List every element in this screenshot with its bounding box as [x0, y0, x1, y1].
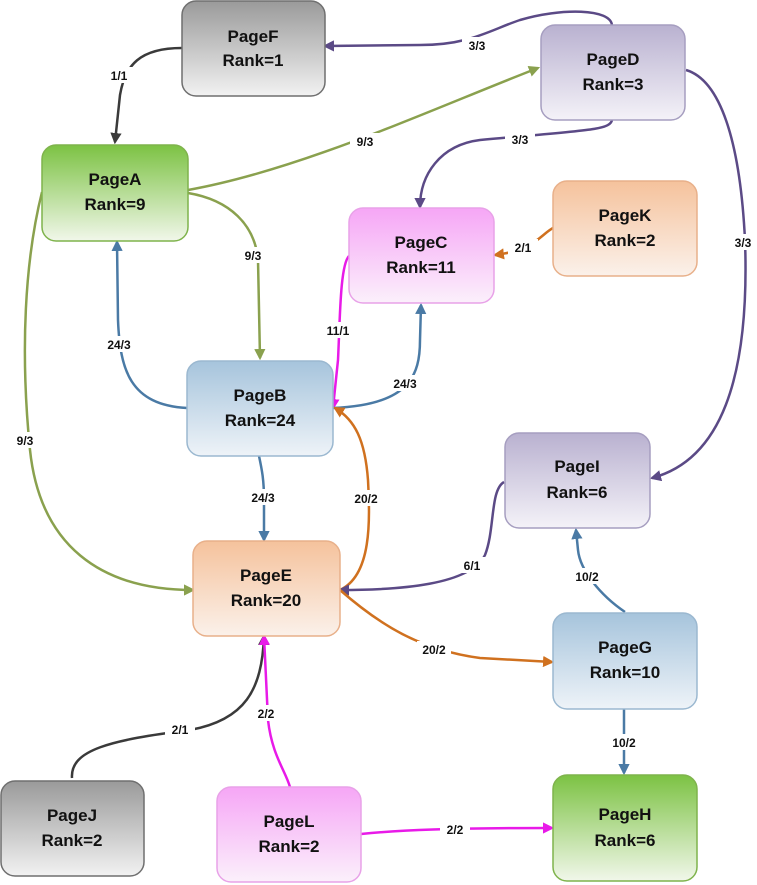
node-pagef: PageF Rank=1 [181, 0, 326, 97]
edge-d-to-c [414, 119, 614, 210]
edge-label-b-c: 24/3 [393, 377, 417, 391]
node-pagec-name: PageC [395, 233, 448, 252]
edge-label-d-f: 3/3 [469, 39, 486, 53]
edge-a-to-e [23, 191, 196, 596]
node-pagej: PageJ Rank=2 [0, 780, 145, 877]
node-pagec-rank: Rank=11 [386, 258, 455, 277]
node-pagej-rank: Rank=2 [42, 831, 103, 850]
node-pagee: PageE Rank=20 [192, 540, 341, 637]
edge-label-b-e: 24/3 [251, 491, 275, 505]
edge-b-to-c [332, 302, 427, 410]
edge-label-a-e: 9/3 [17, 434, 34, 448]
edge-a-to-b [187, 191, 266, 361]
edge-label-g-i: 10/2 [575, 570, 599, 584]
edge-label-b-a: 24/3 [107, 338, 131, 352]
edge-label-c-b: 11/1 [327, 324, 350, 338]
node-pagef-name: PageF [227, 27, 278, 46]
edge-d-to-i [649, 68, 747, 482]
node-pagek: PageK Rank=2 [552, 180, 698, 277]
edge-label-i-e: 6/1 [464, 559, 481, 573]
edge-label-k-c: 2/1 [515, 241, 532, 255]
node-pagei-name: PageI [554, 457, 599, 476]
edge-label-f-a: 1/1 [111, 69, 128, 83]
edge-label-e-b: 20/2 [354, 492, 378, 506]
node-pagee-rank: Rank=20 [231, 591, 301, 610]
edge-f-to-a [110, 46, 183, 145]
edge-labels: 3/3 1/1 9/3 3/3 3/3 9/3 9/3 2/1 11/1 24/… [10, 37, 757, 837]
edge-c-to-b [328, 255, 351, 411]
node-pageg-rank: Rank=10 [590, 663, 660, 682]
edge-j-to-e [70, 633, 270, 779]
node-pageg: PageG Rank=10 [552, 612, 698, 710]
edge-label-j-e: 2/1 [172, 723, 189, 737]
node-pagel-rank: Rank=2 [259, 837, 320, 856]
node-pagea: PageA Rank=9 [41, 144, 189, 242]
node-pagel-name: PageL [263, 812, 314, 831]
node-pagej-name: PageJ [47, 806, 97, 825]
node-paged: PageD Rank=3 [540, 24, 686, 121]
edge-l-to-h [360, 822, 555, 836]
node-paged-rank: Rank=3 [583, 75, 644, 94]
node-pageb-rank: Rank=24 [225, 411, 296, 430]
node-pagef-rank: Rank=1 [223, 51, 284, 70]
edge-e-to-g [339, 589, 555, 668]
node-pagee-name: PageE [240, 566, 292, 585]
node-pagei-rank: Rank=6 [547, 483, 608, 502]
node-pageh-name: PageH [599, 805, 652, 824]
edge-label-d-i: 3/3 [735, 236, 752, 250]
node-pageh: PageH Rank=6 [552, 774, 698, 882]
node-paged-name: PageD [587, 50, 640, 69]
node-pagec: PageC Rank=11 [348, 207, 495, 304]
node-pageb: PageB Rank=24 [186, 360, 334, 457]
edge-label-d-c: 3/3 [512, 133, 529, 147]
edge-b-to-a [111, 239, 188, 410]
node-pageb-name: PageB [234, 386, 287, 405]
node-pagea-rank: Rank=9 [85, 195, 146, 214]
edge-label-a-d: 9/3 [357, 135, 374, 149]
edge-label-a-b: 9/3 [245, 249, 262, 263]
node-pagel: PageL Rank=2 [216, 786, 362, 883]
edge-label-g-h: 10/2 [612, 736, 636, 750]
edges [23, 10, 747, 836]
edge-label-l-h: 2/2 [447, 823, 464, 837]
node-pagek-rank: Rank=2 [595, 231, 656, 250]
node-pagei: PageI Rank=6 [504, 432, 651, 529]
node-pageh-rank: Rank=6 [595, 831, 656, 850]
edge-label-e-g: 20/2 [422, 643, 446, 657]
node-pageg-name: PageG [598, 638, 652, 657]
edge-d-to-f [322, 10, 614, 52]
edge-e-to-b [333, 406, 371, 592]
edge-label-l-e: 2/2 [258, 707, 275, 721]
node-pagea-name: PageA [89, 170, 142, 189]
node-pagek-name: PageK [599, 206, 653, 225]
